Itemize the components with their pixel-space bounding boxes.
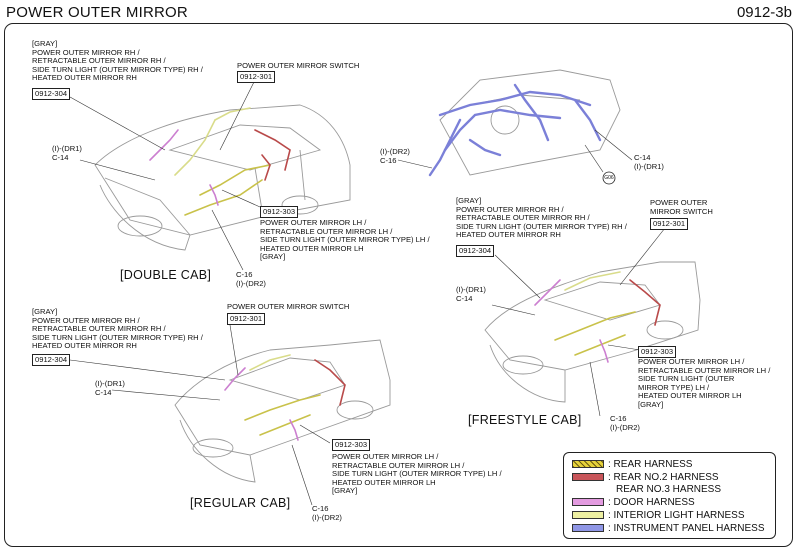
double-cab-lh-mirror-caption: POWER OUTER MIRROR LH / RETRACTABLE OUTE… [260,218,430,262]
ground-point-marker [602,171,616,185]
double-cab-harness [149,107,291,216]
freestyle-cab-leaders [491,227,666,417]
freestyle-cab-c14-label: (I)-(DR1) C-14 [456,285,486,303]
ground-point-label: G06 [604,175,614,181]
regular-cab-c14-label: (I)-(DR1) C-14 [95,379,125,397]
instrument-panel-c14-label: C-14 (I)-(DR1) [634,153,664,171]
page-code: 0912-3b [736,4,792,21]
double-cab-c16-label: C-16 (I)-(DR2) [236,270,266,288]
diagram-frame [4,23,793,547]
regular-cab-leaders [69,324,331,506]
regular-cab-switch-caption: POWER OUTER MIRROR SWITCH [227,302,350,311]
freestyle-cab-switch-ref[interactable]: 0912-301 [650,218,689,230]
double-cab-c14-label: (I)-(DR1) C-14 [52,144,82,162]
freestyle-cab-vehicle [484,261,701,403]
regular-cab-title: [REGULAR CAB] [190,496,291,510]
instrument-panel-harness [428,83,602,177]
door-harness-swatch [572,498,604,506]
freestyle-cab-lh-mirror-caption: POWER OUTER MIRROR LH / RETRACTABLE OUTE… [638,357,771,409]
double-cab-switch-caption: POWER OUTER MIRROR SWITCH [237,61,360,70]
regular-cab-lh-mirror-ref[interactable]: 0912-303 [332,439,371,451]
instrument-panel-c16-label: (I)-(DR2) C-16 [380,147,410,165]
freestyle-cab-switch-caption: POWER OUTER MIRROR SWITCH [650,198,713,216]
regular-cab-c16-label: C-16 (I)-(DR2) [312,504,342,522]
freestyle-cab-rh-mirror-caption: [GRAY] POWER OUTER MIRROR RH / RETRACTAB… [456,196,627,240]
double-cab-rh-mirror-ref[interactable]: 0912-304 [32,88,71,100]
rear-harness-swatch [572,460,604,468]
freestyle-cab-c16-label: C-16 (I)-(DR2) [610,414,640,432]
double-cab-switch-ref[interactable]: 0912-301 [237,71,276,83]
interior-light-harness-swatch [572,511,604,519]
double-cab-title: [DOUBLE CAB] [120,268,212,282]
instrument-panel-harness-swatch [572,524,604,532]
regular-cab-rh-mirror-ref[interactable]: 0912-304 [32,354,71,366]
regular-cab-switch-ref[interactable]: 0912-301 [227,313,266,325]
regular-cab-harness [224,354,346,441]
double-cab-rh-mirror-caption: [GRAY] POWER OUTER MIRROR RH / RETRACTAB… [32,39,203,83]
freestyle-cab-title: [FREESTYLE CAB] [468,413,582,427]
instrument-panel-leaders [397,129,633,173]
double-cab-vehicle [94,104,351,251]
freestyle-cab-harness [534,271,661,363]
regular-cab-rh-mirror-caption: [GRAY] POWER OUTER MIRROR RH / RETRACTAB… [32,307,203,351]
regular-cab-vehicle [174,339,391,483]
harness-legend: : REAR HARNESS : REAR NO.2 HARNESS REAR … [563,452,776,539]
double-cab-leaders [69,79,261,271]
freestyle-cab-lh-mirror-ref[interactable]: 0912-303 [638,346,677,358]
rear-no2-harness-swatch [572,473,604,481]
regular-cab-lh-mirror-caption: POWER OUTER MIRROR LH / RETRACTABLE OUTE… [332,452,502,496]
freestyle-cab-rh-mirror-ref[interactable]: 0912-304 [456,245,495,257]
double-cab-lh-mirror-ref[interactable]: 0912-303 [260,206,299,218]
page-title: POWER OUTER MIRROR [6,4,188,21]
